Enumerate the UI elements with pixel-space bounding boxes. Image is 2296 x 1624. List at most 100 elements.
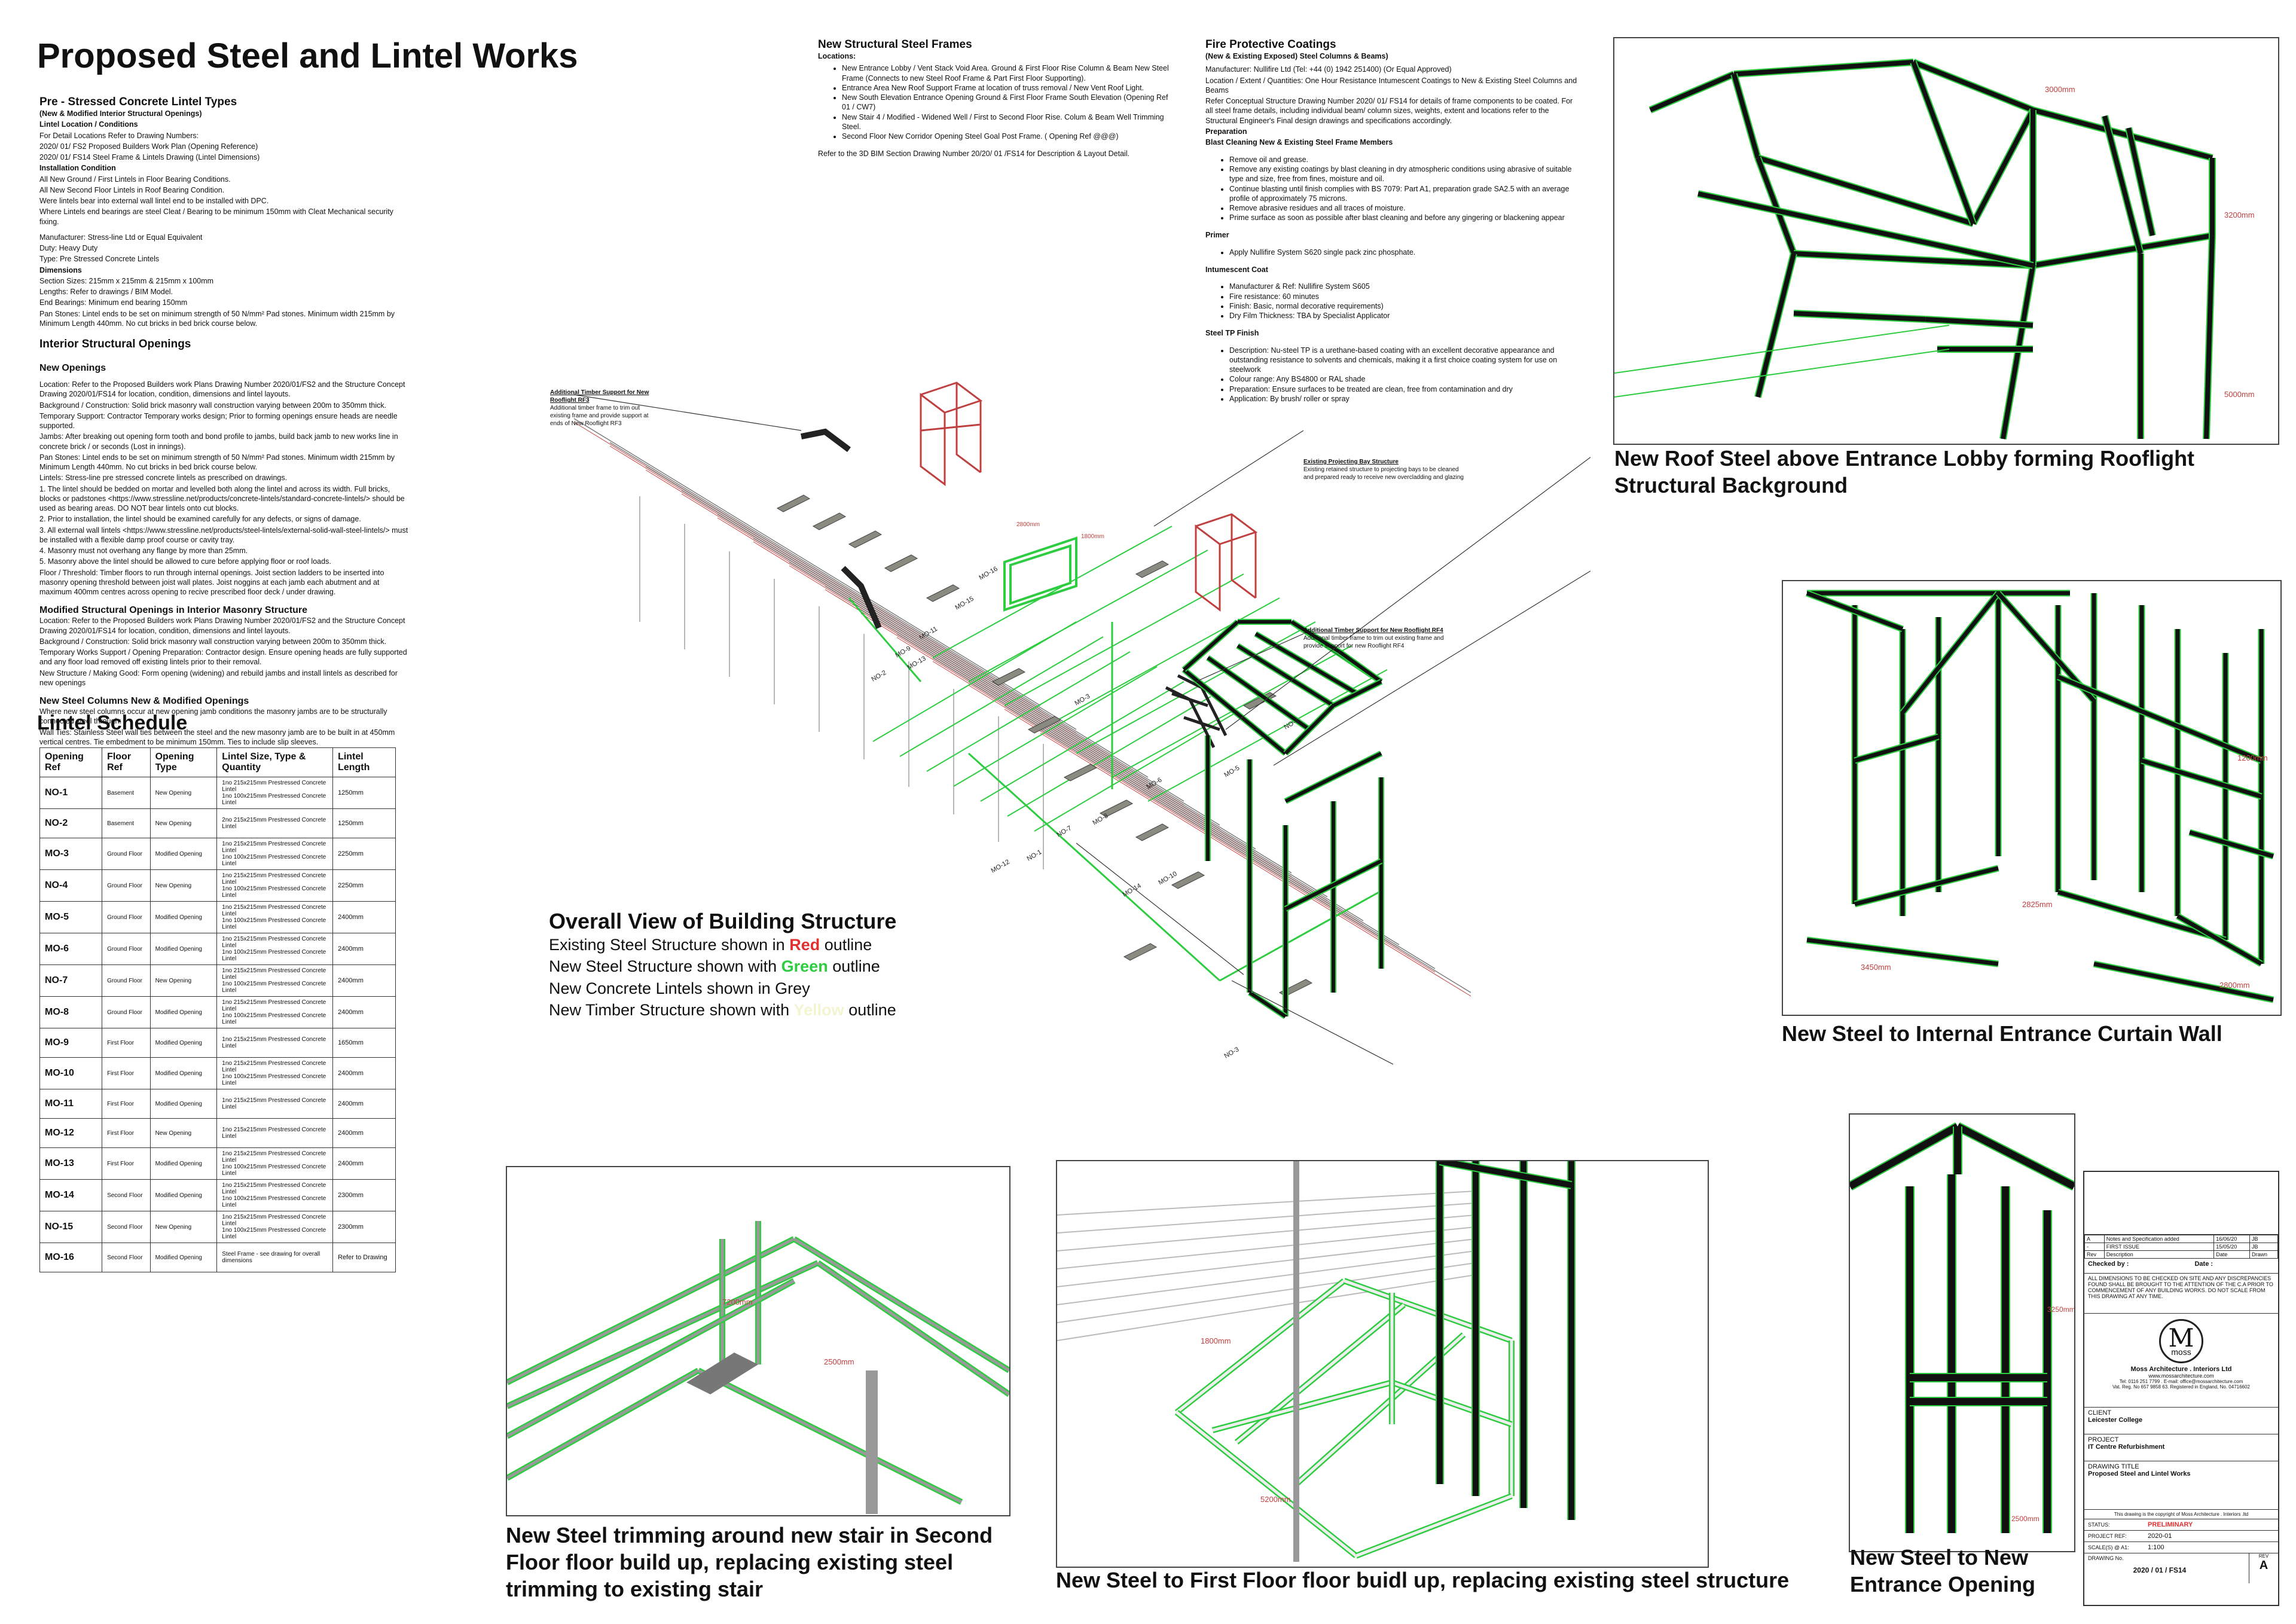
curtain-wall-member <box>1854 734 1939 763</box>
table-cell: Ground Floor <box>102 996 151 1028</box>
lobby-steel-member <box>1338 650 1382 683</box>
table-cell: New Opening <box>149 964 218 997</box>
lobby-steel-member <box>1183 668 1287 755</box>
scale-row: SCALE(S) @ A1:1:100 <box>2084 1542 2278 1553</box>
revision-cell: Drawn <box>2249 1250 2278 1259</box>
table-cell: Modified Opening <box>149 1089 218 1119</box>
existing-joist <box>1057 1226 1476 1269</box>
note-line: Manufacturer: Stress-line Ltd or Equal E… <box>39 233 203 242</box>
list-item: Dry Film Thickness: TBA by Specialist Ap… <box>1229 311 1579 320</box>
cw-dim-c: 2800mm <box>2219 981 2250 990</box>
entrance-opening-drawing: 3250mm 2500mm <box>1850 1122 2074 1533</box>
table-cell: Modified Opening <box>149 1057 218 1089</box>
project-ref-row: PROJECT REF:2020-01 <box>2084 1531 2278 1542</box>
rf3-text: Additional timber frame to trim out exis… <box>550 405 649 427</box>
note-line: Lengths: Refer to drawings / BIM Model. <box>39 288 173 296</box>
existing-beam <box>573 418 1005 682</box>
opening-mark: MO-12 <box>990 858 1011 874</box>
stair-caption: New Steel trimming around new stair in S… <box>506 1523 993 1601</box>
lobby-steel-member <box>1183 620 1239 671</box>
revision-cell: A <box>2084 1235 2105 1243</box>
stair-dim-b: 2500mm <box>824 1357 854 1366</box>
finish-list: Description: Nu-steel TP is a urethane-b… <box>1205 346 1579 404</box>
table-cell: 1250mm <box>332 808 396 838</box>
curtain-wall-member <box>1901 591 2000 715</box>
fire-coating-notes: Fire Protective Coatings (New & Existing… <box>1205 38 1579 411</box>
table-cell: MO-11 <box>39 1089 103 1119</box>
table-cell: 1no 215x215mm Prestressed Concrete Linte… <box>216 1179 334 1211</box>
revision-cell: FIRST ISSUE <box>2103 1243 2215 1251</box>
table-cell: MO-12 <box>39 1118 103 1148</box>
list-item: New South Elevation Entrance Opening Gro… <box>842 93 1177 112</box>
curtain-wall-panel: 2825mm 3450mm 2800mm 1200mm <box>1782 580 2282 1016</box>
table-cell: 1no 215x215mm Prestressed Concrete Linte… <box>216 1089 334 1119</box>
stair-trim-beam <box>817 1261 1009 1396</box>
table-cell: New Opening <box>149 869 218 902</box>
note-line: Location / Extent / Quantities: One Hour… <box>1205 76 1577 94</box>
existing-beam <box>753 538 1184 802</box>
note-line: Were lintels bear into external wall lin… <box>39 197 269 205</box>
frames-list: New Entrance Lobby / Vent Stack Void Are… <box>818 63 1177 141</box>
bay-annotation: Existing Projecting Bay Structure Existi… <box>1303 458 1465 481</box>
table-cell: 2400mm <box>332 933 396 965</box>
bay-dim-a: 2800mm <box>1016 521 1040 528</box>
roof-steel-member <box>2102 115 2143 255</box>
coat-label: Intumescent Coat <box>1205 265 1268 274</box>
table-cell: 1250mm <box>332 777 396 809</box>
table-cell: MO-16 <box>39 1243 103 1272</box>
opening-mark: NO-2 <box>871 669 888 683</box>
note-line: 4. Masonry must not overhang any flange … <box>39 547 248 555</box>
new-floor-beam <box>1007 696 1211 817</box>
note-line: Dimensions <box>39 265 82 274</box>
existing-beam <box>1040 729 1471 993</box>
roof-steel-member <box>1912 60 2034 112</box>
table-cell: First Floor <box>102 1118 151 1148</box>
note-line: 5. Masonry above the lintel should be al… <box>39 557 331 566</box>
stair-trim-beam <box>793 1237 1009 1372</box>
table-cell: Modified Opening <box>149 1028 218 1058</box>
coat-list: Manufacturer & Ref: Nullifire System S60… <box>1205 282 1579 320</box>
revision-blank <box>2084 1172 2278 1235</box>
revision-cell: JB <box>2249 1243 2278 1251</box>
opening-mark: MO-14 <box>1122 882 1143 898</box>
existing-beam <box>932 657 1364 921</box>
stair-trim-beam <box>507 1369 700 1480</box>
concrete-lintel <box>991 668 1026 686</box>
list-item: Manufacturer & Ref: Nullifire System S60… <box>1229 282 1579 291</box>
new-floor-beam <box>980 681 1184 802</box>
curtain-wall-caption: New Steel to Internal Entrance Curtain W… <box>1782 1021 2222 1046</box>
note-line: Duty: Heavy Duty <box>39 244 98 252</box>
new-floor-beam <box>1040 597 1280 730</box>
note-line: Pan Stones: Lintel ends to be set on min… <box>39 453 395 471</box>
schedule-header-cell: Lintel Length <box>332 747 396 777</box>
leader-lines <box>573 394 1590 1065</box>
cw-dim-d: 1200mm <box>2237 753 2268 762</box>
revision-cell: Notes and Specification added <box>2103 1235 2215 1243</box>
note-line: Floor / Threshold: Timber floors to run … <box>39 568 384 597</box>
cw-dim-a: 2825mm <box>2022 900 2053 909</box>
list-item: Entrance Area New Roof Support Frame at … <box>842 83 1177 93</box>
concrete-lintel <box>926 584 960 602</box>
note-line: Location: Refer to the Proposed Builders… <box>39 380 405 399</box>
table-cell: MO-5 <box>39 901 103 933</box>
roof-steel-member <box>1755 253 1796 398</box>
roof-dim-a: 3000mm <box>2045 85 2075 94</box>
table-cell: 1no 215x215mm Prestressed Concrete Linte… <box>216 933 334 965</box>
stair-trim-beam <box>507 1237 795 1384</box>
entrance-steel-member <box>1956 1123 2074 1190</box>
concrete-lintel <box>884 554 918 572</box>
table-cell: Ground Floor <box>102 933 151 965</box>
legend-lintels: New Concrete Lintels shown in Grey <box>549 979 810 997</box>
ff-dim-b: 5200mm <box>1260 1495 1291 1504</box>
table-cell: 2400mm <box>332 964 396 997</box>
drawing-number: 2020 / 01 / FS14 <box>2133 1566 2187 1574</box>
roof-steel-drawing: 3000mm 3200mm 5000mm <box>1614 59 2255 440</box>
